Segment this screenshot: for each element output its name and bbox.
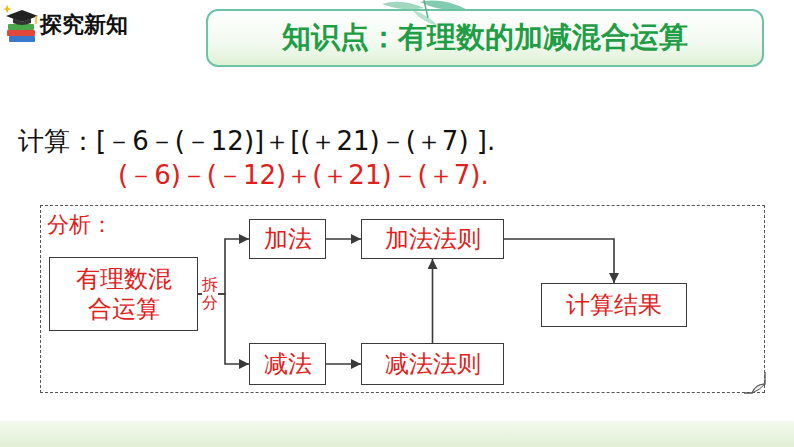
flow-arrow [432, 259, 434, 343]
box-text: 减法法则 [385, 349, 481, 379]
header-icon [2, 4, 40, 44]
section-header: 探究新知 [40, 12, 128, 38]
box-text: 减法 [264, 349, 312, 379]
analysis-region: 分析： 有理数混合运算 加法 加法法则计算结果减法 减法法则 [40, 205, 765, 393]
split-label: 拆分 [202, 276, 218, 311]
title-text: 知识点：有理数的加减混合运算 [282, 18, 688, 58]
flow-arrow [504, 239, 614, 283]
box-text: 加法法则 [385, 224, 481, 254]
box-text: 计算结果 [566, 290, 662, 320]
problem-text: 计算：[－6－(－12)]＋[(＋21)－(＋7) ]. [18, 126, 495, 157]
process-box: 计算结果 [541, 283, 687, 327]
box-text: 加法 [264, 224, 312, 254]
rewritten-expression: (－6)－(－12)＋(＋21)－(＋7). [118, 160, 489, 191]
leaf-decoration [372, 0, 482, 30]
flow-arrow [326, 363, 361, 365]
process-box: 加法法则 [361, 219, 504, 259]
flow-arrow [326, 238, 361, 240]
box-text: 有理数混合运算 [72, 264, 175, 324]
process-box: 有理数混合运算 [49, 257, 198, 331]
process-box: 减法法则 [361, 343, 504, 385]
title-box: 知识点：有理数的加减混合运算 [206, 9, 764, 67]
region-heading: 分析： [47, 212, 113, 238]
process-box: 加法 [249, 219, 326, 259]
bottom-band [0, 421, 794, 447]
process-box: 减法 [249, 343, 326, 385]
